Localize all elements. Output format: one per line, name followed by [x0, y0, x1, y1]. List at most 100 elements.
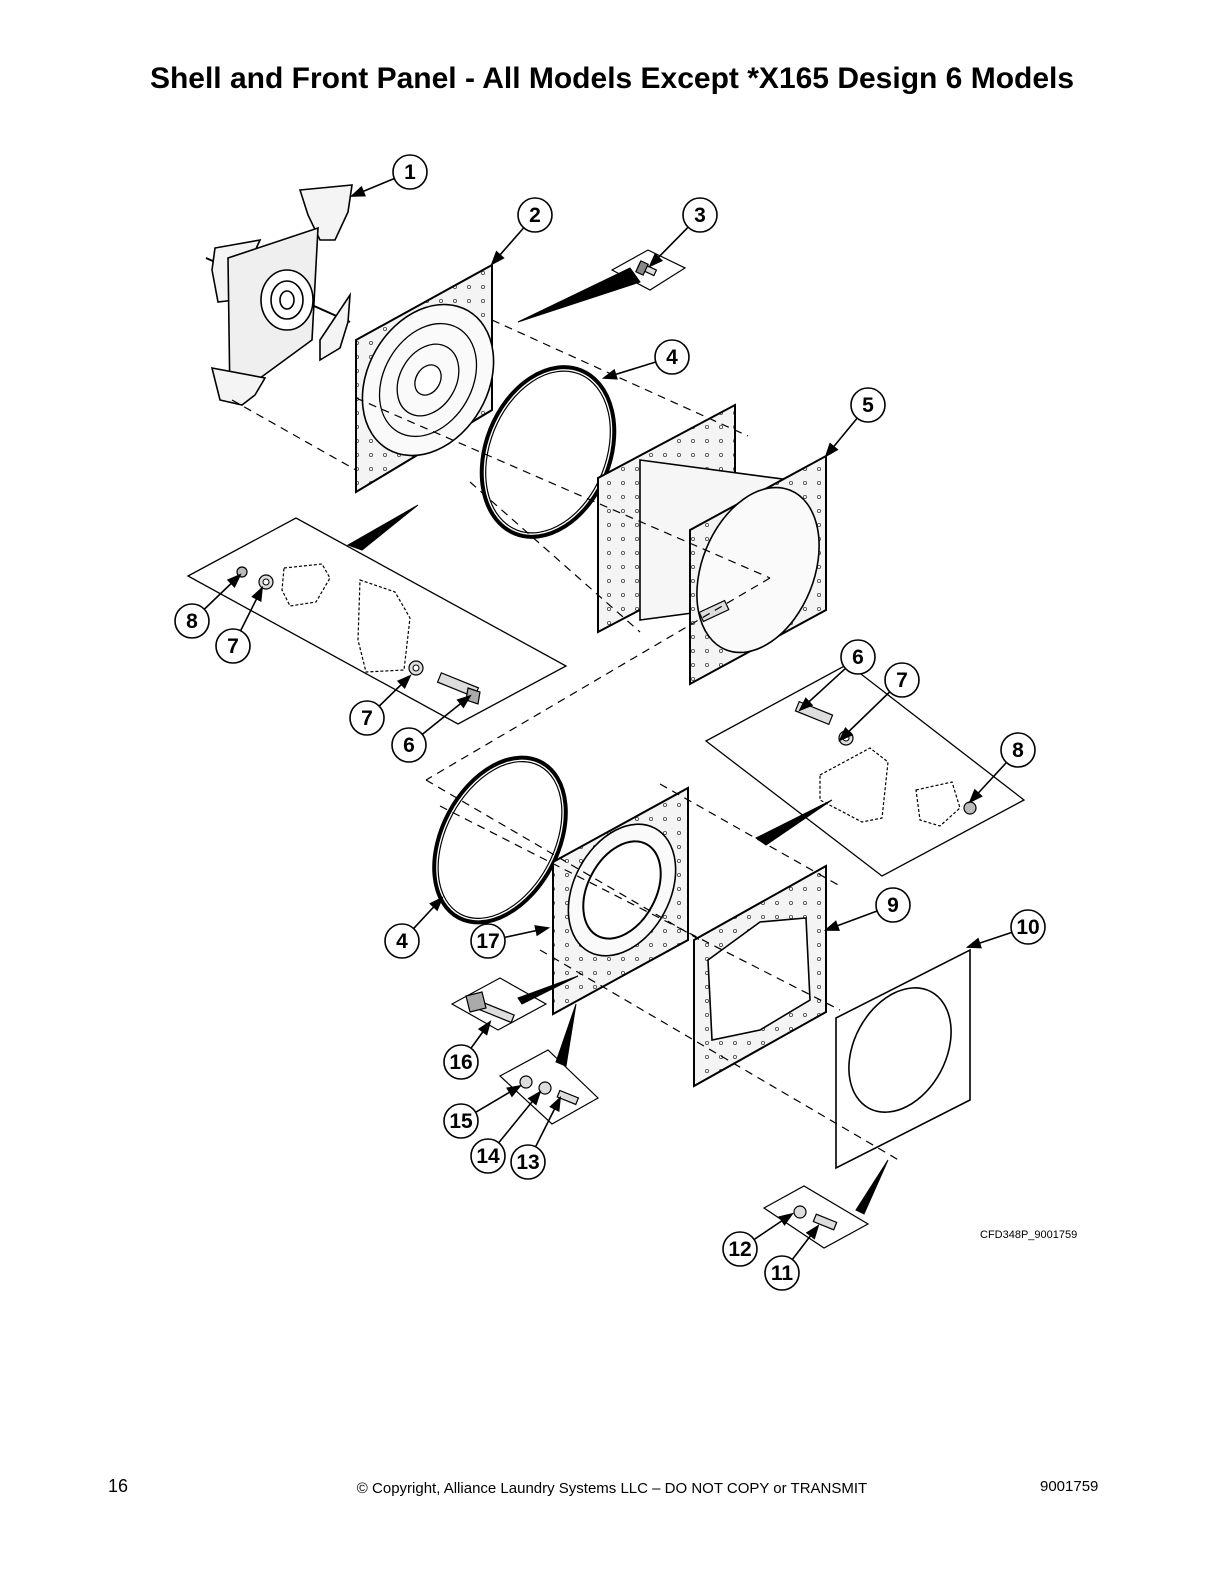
callout-4: 4 — [601, 339, 690, 380]
part-5-drum-shell — [597, 403, 827, 686]
callout-9: 9 — [823, 887, 911, 931]
callout-arrowhead — [549, 1095, 562, 1112]
detail-11-12-hardware — [762, 1159, 889, 1249]
page-number: 16 — [108, 1476, 129, 1496]
detail-16-bolt — [450, 975, 579, 1031]
callout-number: 8 — [186, 610, 198, 633]
callout-number: 15 — [449, 1110, 473, 1133]
callout-number: 9 — [887, 894, 899, 917]
callout-number: 8 — [1012, 739, 1024, 762]
part-4-lower-gasket — [432, 755, 568, 925]
callout-number: 7 — [361, 707, 373, 730]
callout-bubble — [1000, 732, 1036, 768]
callout-bubble — [682, 197, 718, 233]
callout-7: 7 — [215, 585, 264, 664]
callout-bubble — [174, 603, 210, 639]
callout-number: 1 — [404, 161, 416, 184]
callout-arrowhead — [798, 697, 814, 712]
callout-arrowhead — [601, 368, 618, 380]
callout-7: 7 — [838, 662, 920, 742]
callout-arrowhead — [506, 1084, 522, 1098]
detail-13-14-15-hardware — [498, 1003, 599, 1125]
callout-number: 13 — [516, 1151, 539, 1174]
callout-arrowhead — [534, 925, 551, 937]
callout-bubble — [349, 700, 385, 736]
figure-code: CFD348P_9001759 — [980, 1229, 1077, 1241]
callout-bubble — [840, 639, 876, 675]
callout-11: 11 — [764, 1224, 820, 1291]
callout-number: 2 — [529, 204, 541, 227]
callout-bubble — [654, 339, 690, 375]
callout-arrowhead — [824, 442, 839, 458]
callout-6: 6 — [391, 694, 472, 763]
callout-8: 8 — [968, 732, 1036, 804]
callout-bubble — [764, 1255, 800, 1291]
callout-arrowhead — [648, 252, 663, 268]
detail-hinge-left — [186, 504, 568, 725]
callout-bubble — [884, 662, 920, 698]
callout-bubble — [510, 1144, 546, 1180]
callout-arrowhead — [226, 573, 242, 588]
callout-arrowhead — [349, 185, 366, 197]
callout-number: 6 — [403, 734, 415, 757]
callout-arrowhead — [965, 937, 982, 949]
callout-3: 3 — [648, 197, 718, 268]
part-rear-panel — [355, 263, 495, 494]
callout-bubble — [384, 923, 420, 959]
part-10-front-plate — [835, 948, 971, 1170]
callout-arrowhead — [477, 1020, 492, 1036]
callout-bubble — [875, 887, 911, 923]
callout-number: 11 — [771, 1262, 794, 1285]
part-9-trim-frame — [693, 864, 827, 1088]
callout-number: 7 — [896, 669, 908, 692]
callout-number: 17 — [476, 930, 499, 953]
callout-number: 4 — [396, 930, 408, 953]
callout-13: 13 — [510, 1095, 562, 1180]
callout-bubble — [470, 1138, 506, 1174]
callout-arrowhead — [396, 674, 412, 689]
callout-bubble — [1010, 909, 1046, 945]
callout-arrowhead — [778, 1212, 794, 1226]
callout-bubble — [391, 727, 427, 763]
callout-bubble — [517, 197, 553, 233]
callout-bubble — [470, 923, 506, 959]
copyright-notice: © Copyright, Alliance Laundry Systems LL… — [356, 1480, 868, 1497]
callout-10: 10 — [965, 909, 1046, 949]
callout-arrowhead — [805, 1224, 820, 1240]
callout-arrowhead — [527, 1090, 542, 1106]
callout-16: 16 — [443, 1020, 492, 1080]
callout-number: 5 — [862, 394, 874, 417]
callout-14: 14 — [470, 1090, 542, 1174]
callout-arrowhead — [838, 727, 854, 742]
callout-number: 6 — [852, 646, 864, 669]
callout-17: 17 — [470, 923, 551, 959]
part-17-front-panel — [552, 786, 689, 1016]
detail-hinge-right — [704, 663, 1026, 877]
callout-12: 12 — [722, 1212, 794, 1267]
callout-15: 15 — [443, 1084, 522, 1139]
callout-number: 14 — [476, 1145, 500, 1168]
callout-bubble — [443, 1103, 479, 1139]
callout-arrowhead — [251, 585, 264, 602]
callout-8: 8 — [174, 573, 242, 639]
callout-number: 10 — [1016, 916, 1039, 939]
callout-1: 1 — [349, 154, 428, 197]
callout-arrowhead — [490, 250, 505, 266]
part-spider-assembly — [205, 184, 353, 406]
document-number: 9001759 — [1040, 1478, 1099, 1495]
callout-7: 7 — [349, 674, 412, 736]
callout-arrowhead — [456, 694, 472, 709]
callout-number: 4 — [666, 346, 678, 369]
callout-number: 7 — [227, 635, 239, 658]
callout-number: 3 — [694, 204, 706, 227]
callout-bubble — [722, 1231, 758, 1267]
callout-2: 2 — [490, 197, 553, 266]
callout-bubble — [443, 1044, 479, 1080]
callout-bubble — [850, 387, 886, 423]
callout-6: 6 — [798, 639, 876, 712]
callout-arrowhead — [429, 896, 444, 912]
callout-5: 5 — [824, 387, 886, 458]
